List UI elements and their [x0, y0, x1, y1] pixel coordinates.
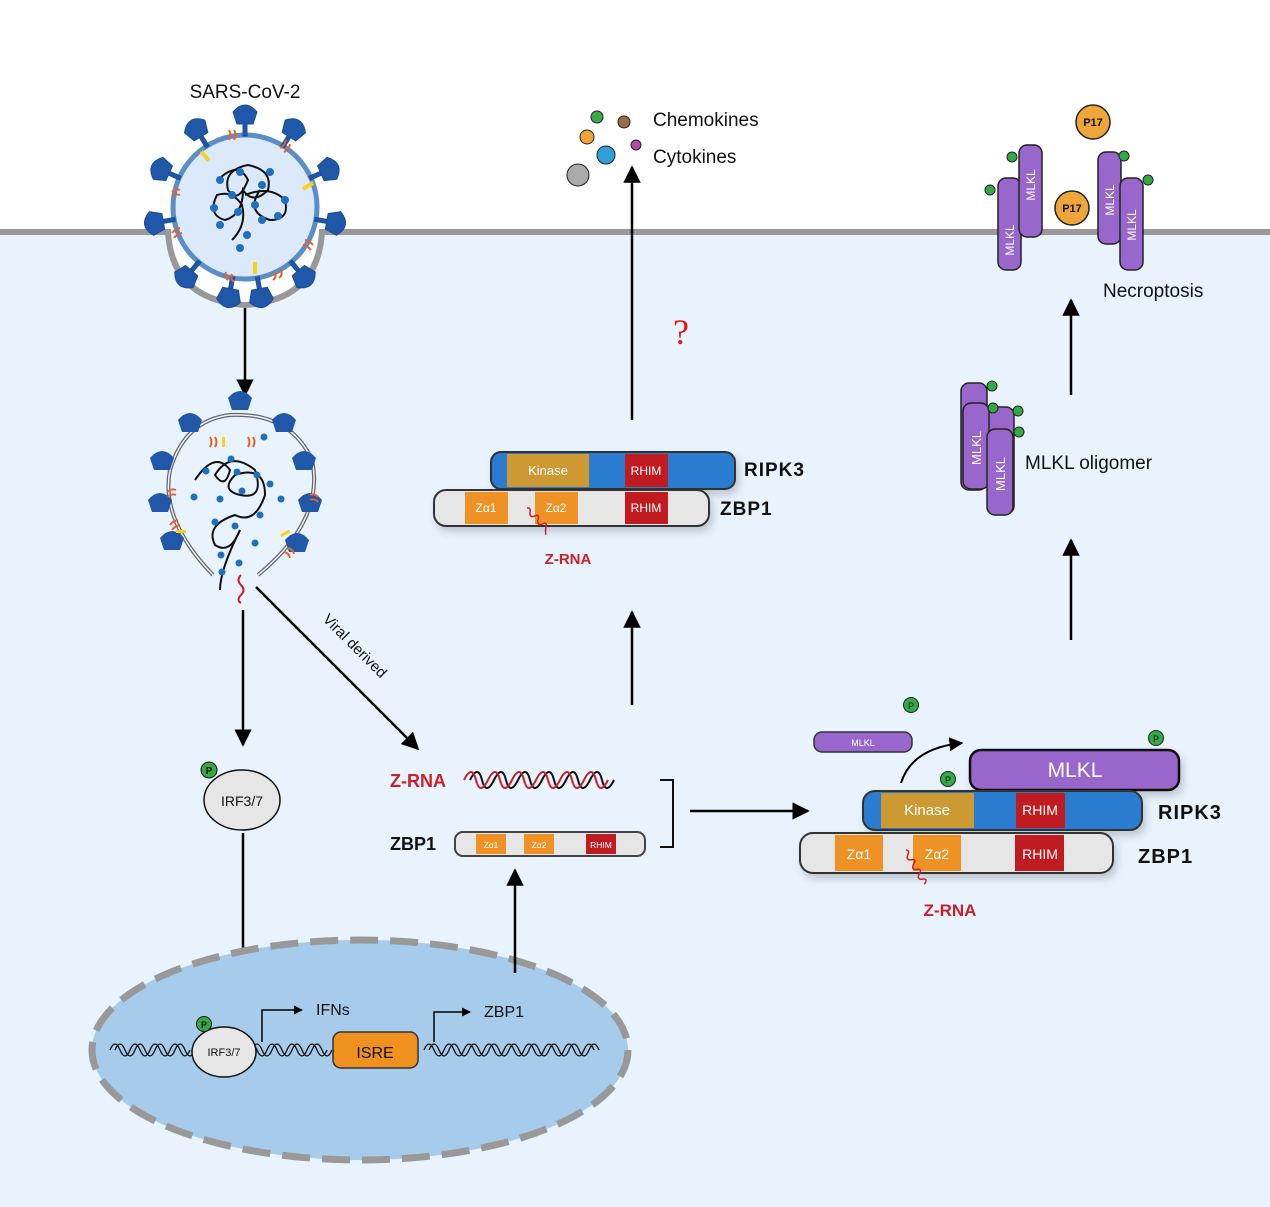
phospho-icon	[200, 761, 218, 779]
zbp1-middle-label: ZBP1	[390, 834, 436, 854]
svg-text:P17: P17	[1062, 203, 1082, 215]
svg-text:IRF3/7: IRF3/7	[207, 1047, 240, 1059]
svg-text:RHIM: RHIM	[631, 501, 662, 515]
zbp1-gene-label: ZBP1	[484, 1004, 524, 1021]
necrosome-complex-right: MLKL P MLKL P Kinase RHIM P RIPK3 Zα1 Zα…	[799, 697, 1222, 920]
zrna-right-label: Z-RNA	[924, 901, 977, 920]
svg-text:Kinase: Kinase	[904, 802, 950, 819]
ripk3-top-label: RIPK3	[744, 460, 805, 481]
irf37-label: IRF3/7	[221, 793, 263, 809]
phospho-icon	[903, 697, 919, 713]
chemokines-label: Chemokines	[653, 110, 759, 131]
irf37-nuclear: IRF3/7 P	[191, 1016, 257, 1078]
svg-text:Zα1: Zα1	[484, 840, 499, 850]
arrow-viral-derived	[255, 586, 420, 751]
mlkl-free	[813, 731, 913, 753]
svg-text:RHIM: RHIM	[631, 464, 662, 478]
plasma-membrane	[0, 229, 1270, 309]
zrna-strand-icon	[905, 849, 927, 885]
unknown-mechanism-mark: ?	[673, 312, 689, 352]
necroptosis-label: Necroptosis	[1103, 281, 1203, 302]
mlkl-pores: MLKL MLKL MLKL MLKL P17 P17 Necroptosis	[984, 104, 1203, 302]
dna-helix	[109, 1043, 600, 1057]
cytokine-particles	[566, 110, 642, 187]
svg-text:MLKL: MLKL	[969, 431, 984, 465]
ifns-label: IFNs	[316, 1002, 350, 1019]
phospho-icon	[196, 1016, 212, 1032]
svg-text:Zα1: Zα1	[476, 501, 497, 515]
svg-text:P: P	[201, 1020, 207, 1030]
svg-text:RHIM: RHIM	[1022, 846, 1058, 862]
bracket	[660, 779, 674, 848]
p17-icon	[1054, 190, 1090, 226]
svg-text:MLKL: MLKL	[851, 738, 875, 748]
svg-text:Zα2: Zα2	[546, 501, 567, 515]
phospho-icon	[1148, 730, 1164, 746]
uncoating-virion-icon	[148, 391, 322, 604]
cytokines-label: Cytokines	[653, 147, 736, 168]
svg-text:Zα1: Zα1	[847, 846, 872, 862]
svg-text:MLKL: MLKL	[1048, 759, 1103, 782]
svg-text:P: P	[1153, 734, 1159, 744]
zbp1-top-label: ZBP1	[720, 499, 773, 520]
svg-text:MLKL: MLKL	[1024, 169, 1038, 201]
svg-text:MLKL: MLKL	[1003, 224, 1017, 256]
svg-text:P: P	[908, 701, 914, 711]
svg-text:Zα2: Zα2	[925, 846, 950, 862]
zrna-strand-icon	[526, 507, 548, 536]
svg-text:Zα2: Zα2	[532, 840, 547, 850]
zbp1-middle-protein: Zα1 Zα2 RHIM	[454, 831, 646, 857]
svg-text:P: P	[206, 766, 213, 777]
virus-label: SARS-CoV-2	[190, 82, 301, 103]
svg-text:RHIM: RHIM	[590, 840, 612, 850]
svg-text:Kinase: Kinase	[528, 463, 568, 478]
svg-text:MLKL: MLKL	[1103, 184, 1117, 216]
zrna-top-label: Z-RNA	[545, 551, 592, 568]
arrow-zbp1-transcription	[433, 1007, 471, 1042]
ripk3-right-label: RIPK3	[1158, 802, 1222, 824]
phospho-icon	[940, 771, 956, 787]
svg-text:MLKL: MLKL	[993, 457, 1008, 491]
irf37-cytoplasmic: IRF3/7 P	[200, 761, 281, 831]
p17-icon	[1075, 104, 1111, 140]
isre-box	[332, 1031, 419, 1069]
svg-text:P: P	[945, 775, 951, 785]
svg-text:RHIM: RHIM	[1022, 802, 1058, 818]
virion-icon	[143, 104, 347, 309]
arrow-phosphorylation	[900, 737, 964, 784]
mlkl-oligomer: MLKL MLKL MLKL oligomer	[960, 380, 1153, 516]
arrow-ifns	[261, 1005, 303, 1042]
svg-text:MLKL: MLKL	[1125, 209, 1139, 241]
isre-label: ISRE	[356, 1045, 393, 1062]
mlkl-oligomer-label: MLKL oligomer	[1025, 453, 1153, 474]
svg-text:P17: P17	[1083, 117, 1103, 129]
zbp1-right-label: ZBP1	[1138, 846, 1193, 868]
zrna-middle-label: Z-RNA	[390, 771, 446, 791]
zrna-helix-icon	[463, 771, 615, 789]
ripk3-zbp1-complex-top: Kinase RHIM RIPK3 Zα1 Zα2 RHIM ZBP1 Z-RN…	[433, 451, 805, 568]
